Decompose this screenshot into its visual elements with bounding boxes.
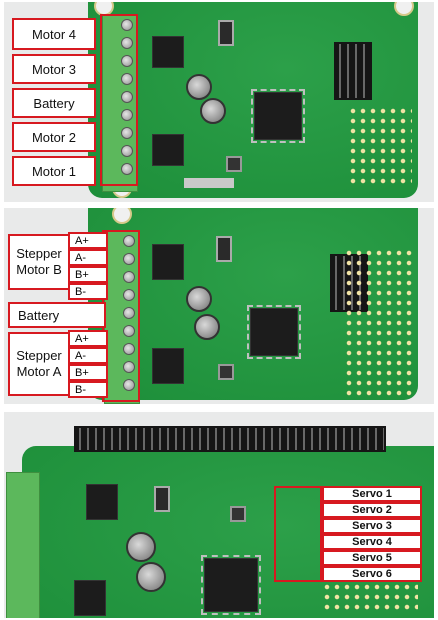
label-motor-1: Motor 1 — [12, 156, 96, 186]
driver-chip — [152, 134, 184, 166]
screw-icon — [121, 109, 133, 121]
terminal-block — [6, 472, 40, 618]
screw-icon — [121, 145, 133, 157]
pin-label-a-b-plus: B+ — [68, 364, 108, 381]
screw-icon — [123, 289, 135, 301]
capacitor — [200, 98, 226, 124]
screw-icon — [121, 163, 133, 175]
photo-panel-servos: Servo 1 Servo 2 Servo 3 Servo 4 Servo 5 … — [4, 412, 434, 618]
label-servo-2: Servo 2 — [322, 502, 422, 518]
power-switch — [218, 20, 234, 46]
driver-chip — [152, 348, 184, 384]
label-servo-4: Servo 4 — [322, 534, 422, 550]
screw-icon — [123, 307, 135, 319]
prototyping-area — [348, 106, 412, 186]
microcontroller-chip — [201, 555, 261, 615]
capacitor — [194, 314, 220, 340]
label-motor-4: Motor 4 — [12, 18, 96, 50]
reset-button — [230, 506, 246, 522]
label-battery: Battery — [12, 88, 96, 118]
pin-label-a-a-plus: A+ — [68, 330, 108, 347]
label-servo-3: Servo 3 — [322, 518, 422, 534]
pin-label-b-a-plus: A+ — [68, 232, 108, 249]
gpio-header — [74, 426, 386, 452]
screw-icon — [123, 253, 135, 265]
reset-button — [218, 364, 234, 380]
label-battery: Battery — [8, 302, 106, 328]
screw-icon — [123, 271, 135, 283]
screw-icon — [121, 37, 133, 49]
screw-icon — [123, 325, 135, 337]
screw-icon — [121, 73, 133, 85]
capacitor — [136, 562, 166, 592]
label-stepper-motor-b: Stepper Motor B — [8, 234, 70, 290]
terminal-block — [104, 230, 140, 404]
mounting-hole — [112, 208, 132, 224]
screw-icon — [123, 361, 135, 373]
pin-label-a-a-minus: A- — [68, 347, 108, 364]
power-switch — [154, 486, 170, 512]
screw-icon — [123, 379, 135, 391]
pcb-board — [88, 2, 418, 198]
microcontroller-chip — [251, 89, 305, 143]
pin-label-b-a-minus: A- — [68, 249, 108, 266]
pin-label-a-b-minus: B- — [68, 381, 108, 398]
mounting-hole — [394, 2, 414, 16]
microcontroller-chip — [247, 305, 301, 359]
driver-chip — [152, 36, 184, 68]
servo-header-highlight — [274, 486, 322, 582]
smd-parts — [184, 178, 234, 188]
capacitor — [186, 74, 212, 100]
pin-label-b-b-plus: B+ — [68, 266, 108, 283]
driver-chip — [152, 244, 184, 280]
screw-icon — [121, 55, 133, 67]
pin-header — [334, 42, 372, 100]
photo-panel-stepper-motors: Stepper Motor B A+ A- B+ B- Battery Step… — [4, 208, 434, 404]
screw-icon — [121, 91, 133, 103]
screw-icon — [121, 127, 133, 139]
reset-button — [226, 156, 242, 172]
label-servo-6: Servo 6 — [322, 566, 422, 582]
power-switch — [216, 236, 232, 262]
photo-panel-dc-motors: Motor 4 Motor 3 Battery Motor 2 Motor 1 — [4, 2, 434, 202]
driver-chip — [74, 580, 106, 616]
screw-icon — [123, 235, 135, 247]
label-stepper-motor-a: Stepper Motor A — [8, 332, 70, 396]
label-servo-5: Servo 5 — [322, 550, 422, 566]
capacitor — [126, 532, 156, 562]
driver-chip — [86, 484, 118, 520]
label-servo-1: Servo 1 — [322, 486, 422, 502]
label-motor-3: Motor 3 — [12, 54, 96, 84]
prototyping-area — [344, 248, 414, 398]
screw-icon — [121, 19, 133, 31]
pin-label-b-b-minus: B- — [68, 283, 108, 300]
label-motor-2: Motor 2 — [12, 122, 96, 152]
screw-icon — [123, 343, 135, 355]
terminal-highlight — [100, 14, 138, 186]
capacitor — [186, 286, 212, 312]
